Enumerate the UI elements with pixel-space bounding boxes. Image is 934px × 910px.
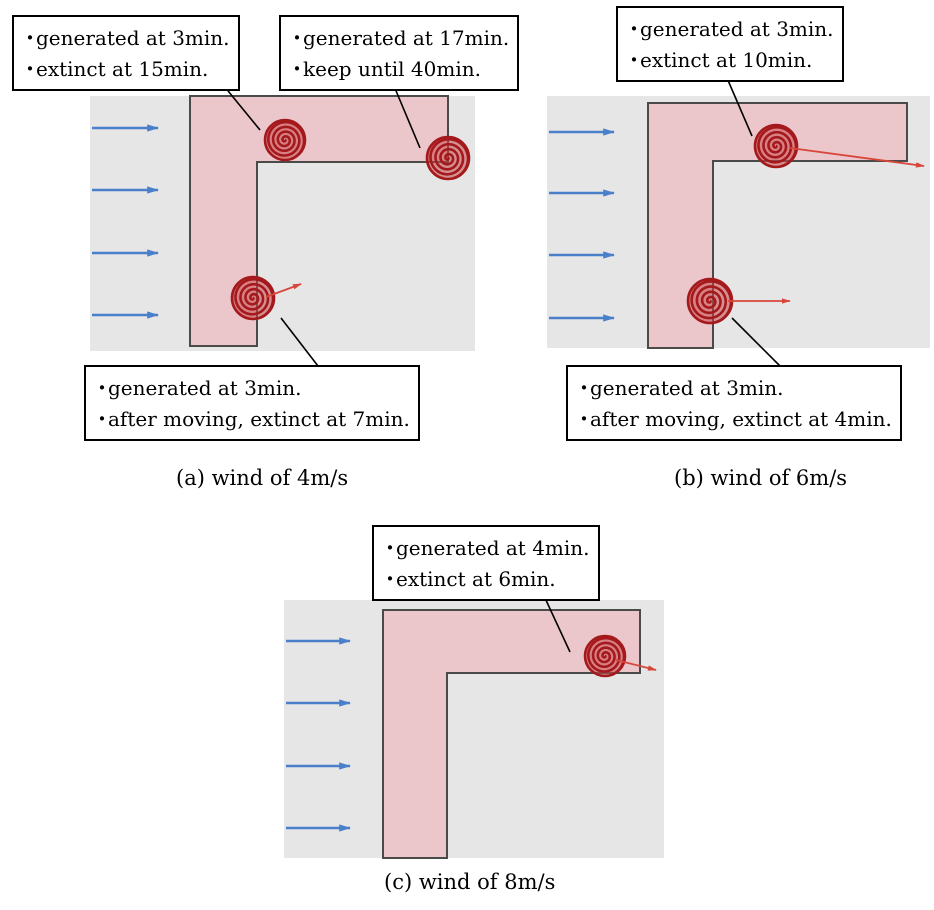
panel-b-leader-lines	[726, 77, 781, 367]
vortex-ring	[425, 135, 471, 181]
leader-line	[280, 317, 319, 367]
note-line: ・generated at 3min.	[624, 14, 834, 45]
bullet-glyph: ・	[20, 26, 40, 50]
note-a-top-left: ・generated at 3min. ・extinct at 15min.	[12, 15, 240, 91]
vortex-spiral-path	[429, 137, 470, 180]
note-text: generated at 17min.	[303, 26, 510, 50]
note-text: extinct at 15min.	[36, 57, 209, 81]
note-line: ・keep until 40min.	[287, 54, 509, 85]
bullet-glyph: ・	[574, 407, 594, 431]
note-text: generated at 3min.	[36, 26, 230, 50]
leader-line	[726, 77, 753, 137]
vortex-ring	[753, 123, 799, 169]
caption-b: (b) wind of 6m/s	[674, 466, 848, 490]
panel-a	[90, 85, 475, 367]
panel-a-leader-lines	[223, 85, 421, 367]
note-c-top: ・generated at 4min. ・extinct at 6min.	[372, 525, 600, 601]
panel-c-wind-arrows	[286, 637, 352, 832]
note-text: generated at 3min.	[590, 376, 784, 400]
vortex-spiral-path	[690, 280, 733, 324]
note-line: ・after moving, extinct at 4min.	[574, 404, 892, 435]
panel-a-wind-arrows	[92, 124, 160, 319]
note-line: ・after moving, extinct at 7min.	[92, 404, 410, 435]
leader-line	[393, 85, 421, 149]
vortex-spiral-icon	[230, 275, 276, 321]
note-line: ・extinct at 10min.	[624, 45, 834, 76]
note-line: ・generated at 3min.	[574, 373, 892, 404]
vortex-spiral-path	[267, 120, 306, 161]
note-text: after moving, extinct at 4min.	[590, 407, 892, 431]
note-text: keep until 40min.	[303, 57, 481, 81]
motion-arrow-icon	[789, 147, 925, 168]
vortex-ring	[583, 634, 627, 678]
panel-b	[547, 77, 930, 367]
caption-a: (a) wind of 4m/s	[176, 466, 349, 490]
note-b-top: ・generated at 3min. ・extinct at 10min.	[616, 6, 844, 82]
bullet-glyph: ・	[92, 407, 112, 431]
vortex-spiral-path	[234, 277, 275, 320]
note-text: after moving, extinct at 7min.	[108, 407, 410, 431]
vortex-spiral-icon	[583, 634, 627, 678]
bullet-glyph: ・	[380, 536, 400, 560]
note-line: ・generated at 4min.	[380, 533, 590, 564]
bullet-glyph: ・	[20, 57, 40, 81]
vortex-spiral-path	[757, 125, 798, 168]
bullet-glyph: ・	[92, 376, 112, 400]
bullet-glyph: ・	[574, 376, 594, 400]
panel-b-wind-arrows	[549, 128, 616, 322]
vortex-spiral-icon	[686, 277, 734, 325]
note-line: ・generated at 17min.	[287, 23, 509, 54]
leader-line	[544, 597, 571, 653]
vortex-ring	[263, 118, 307, 162]
panel-c-building	[382, 609, 641, 859]
bullet-glyph: ・	[287, 57, 307, 81]
note-text: extinct at 6min.	[396, 567, 556, 591]
bullet-glyph: ・	[287, 26, 307, 50]
leader-line	[223, 85, 261, 131]
note-text: generated at 4min.	[396, 536, 590, 560]
bullet-glyph: ・	[624, 17, 644, 41]
bullet-glyph: ・	[624, 48, 644, 72]
motion-arrow-icon	[615, 659, 657, 671]
vortex-ring	[230, 275, 276, 321]
note-line: ・extinct at 6min.	[380, 564, 590, 595]
note-text: extinct at 10min.	[640, 48, 813, 72]
vortex-spiral-icon	[425, 135, 471, 181]
note-a-bottom: ・generated at 3min. ・after moving, extin…	[84, 365, 420, 441]
vortex-spiral-path	[587, 636, 626, 677]
note-a-top-right: ・generated at 17min. ・keep until 40min.	[279, 15, 520, 91]
note-text: generated at 3min.	[640, 17, 834, 41]
note-line: ・extinct at 15min.	[20, 54, 230, 85]
bullet-glyph: ・	[380, 567, 400, 591]
note-b-bottom: ・generated at 3min. ・after moving, extin…	[566, 365, 902, 441]
vortex-spiral-icon	[753, 123, 799, 169]
note-line: ・generated at 3min.	[92, 373, 410, 404]
motion-arrow-icon	[265, 283, 302, 298]
panel-c-leader-lines	[544, 597, 571, 653]
caption-c: (c) wind of 8m/s	[384, 870, 556, 894]
note-text: generated at 3min.	[108, 376, 302, 400]
panel-c	[284, 597, 664, 859]
note-line: ・generated at 3min.	[20, 23, 230, 54]
leader-line	[731, 317, 781, 367]
vortex-spiral-icon	[263, 118, 307, 162]
